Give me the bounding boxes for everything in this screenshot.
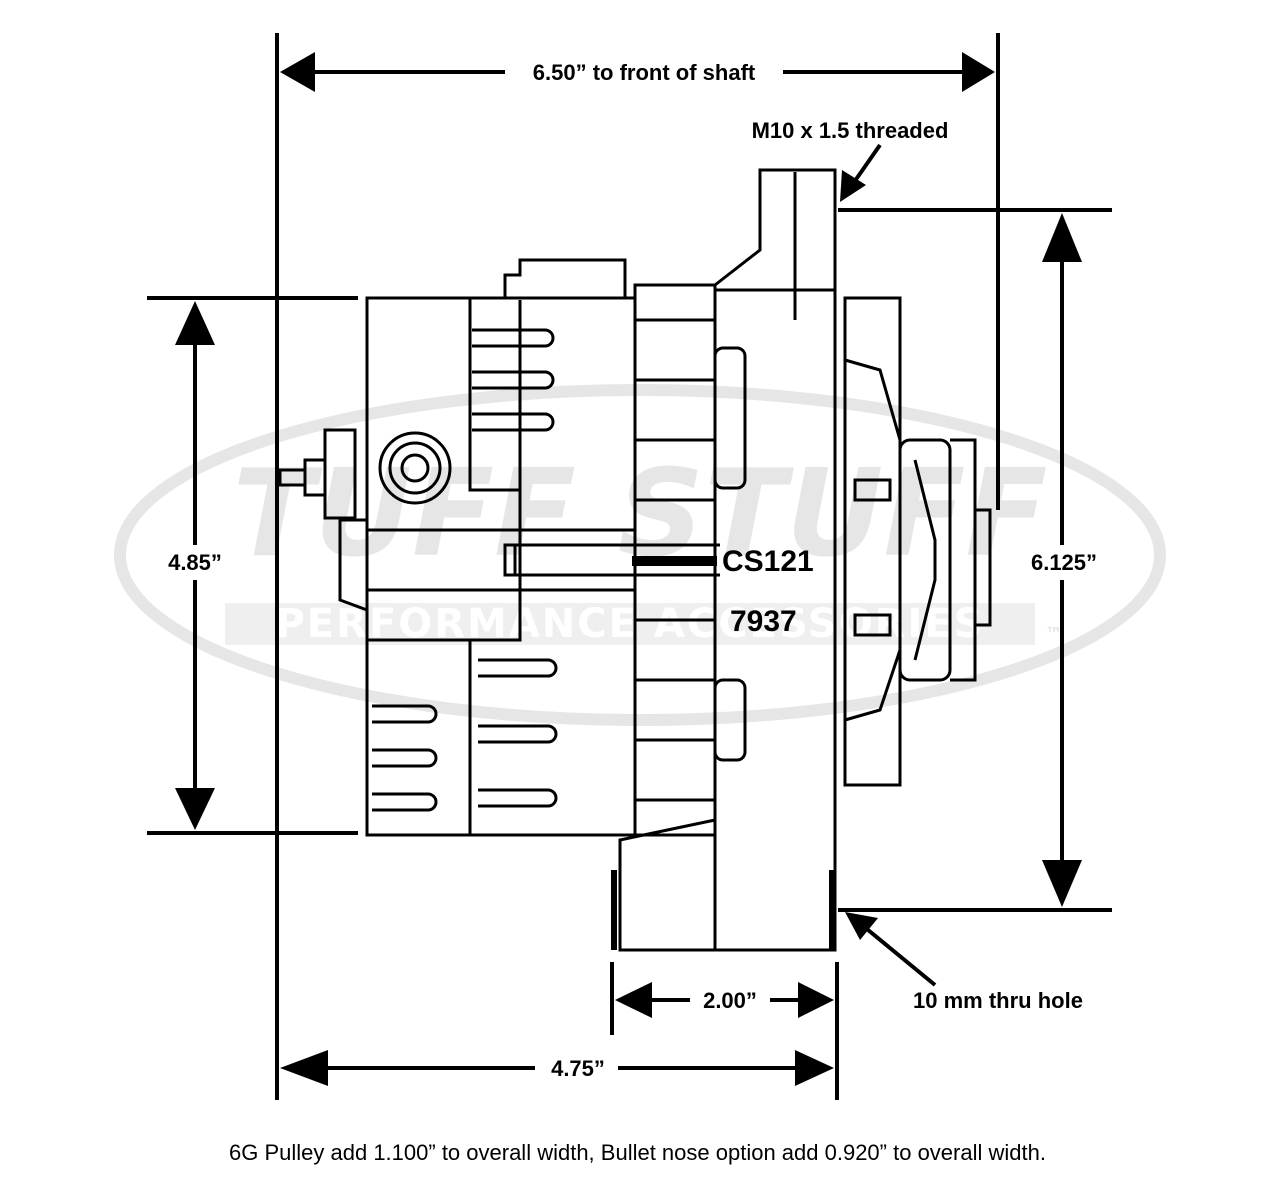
alternator-outline [278, 168, 992, 952]
body-height-label: 4.85” [168, 550, 222, 575]
footnote: 6G Pulley add 1.100” to overall width, B… [229, 1140, 1046, 1165]
ear-width-label: 2.00” [703, 988, 757, 1013]
body-length-label: 4.75” [551, 1056, 605, 1081]
model-label: CS121 [722, 545, 814, 578]
top-mount-callout: M10 x 1.5 threaded [752, 118, 949, 143]
dimension-lines [147, 33, 1112, 1100]
watermark-trademark: ™ [1045, 624, 1063, 645]
overall-length-label: 6.50” to front of shaft [533, 60, 756, 85]
mount-ear-edges [611, 556, 835, 950]
part-number-label: 7937 [730, 605, 797, 638]
bottom-mount-callout: 10 mm thru hole [913, 988, 1083, 1013]
dimension-arrowheads [175, 52, 1082, 1086]
callout-leaders [840, 143, 937, 987]
mount-height-label: 6.125” [1031, 550, 1097, 575]
